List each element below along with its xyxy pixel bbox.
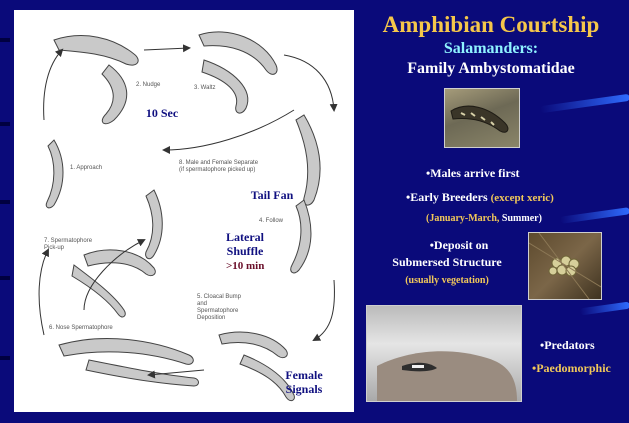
- flow-arrow: [39, 250, 48, 335]
- salamander-shape: [146, 190, 163, 259]
- step-label-cloacal: 5. Cloacal Bump and Spermatophore Deposi…: [197, 294, 241, 322]
- flow-arrow: [144, 48, 189, 50]
- larva-image: [445, 89, 519, 147]
- edge-stripe: [0, 276, 10, 280]
- edge-stripe: [0, 38, 10, 42]
- hand-with-larva-photo: [366, 305, 522, 402]
- decor-streak: [560, 207, 629, 224]
- salamander-shape: [54, 36, 138, 65]
- egg-mass-photo: [528, 232, 602, 300]
- egg-mass-image: [529, 233, 601, 299]
- slide-family: Family Ambystomatidae: [360, 60, 622, 78]
- edge-stripe: [0, 122, 10, 126]
- slide-title: Amphibian Courtship: [360, 12, 622, 38]
- flow-arrow: [284, 55, 334, 110]
- bullet-vegetation: (usually vegetation): [384, 275, 510, 286]
- salamander-shape: [219, 332, 287, 357]
- salamander-shape: [86, 360, 199, 386]
- salamander-larva-photo: [444, 88, 520, 148]
- summer-text: Summer): [502, 213, 542, 224]
- diagram-drawing: [14, 10, 354, 412]
- annotation-female-signals: Female Signals: [264, 368, 344, 396]
- step-label-nose: 6. Nose Spermatophore: [49, 325, 113, 332]
- annotation-10-sec: 10 Sec: [132, 106, 192, 120]
- salamander-shape: [84, 250, 155, 276]
- bullet-predators: •Predators: [540, 338, 595, 353]
- salamander-shape: [72, 265, 125, 317]
- edge-stripe: [0, 200, 10, 204]
- bullet-paedomorphic: •Paedomorphic: [532, 361, 611, 376]
- bullet-deposit: •Deposit on: [412, 238, 506, 253]
- except-xeric-text: (except xeric): [491, 192, 554, 204]
- bullet-early-breeders: •Early Breeders (except xeric): [406, 190, 554, 205]
- flow-arrow: [314, 280, 334, 340]
- courtship-diagram: 2. Nudge 3. Waltz 1. Approach 8. Male an…: [14, 10, 354, 412]
- annotation-lateral-shuffle: Lateral Shuffle: [210, 230, 280, 258]
- bullet-males-arrive: •Males arrive first: [426, 166, 520, 181]
- decor-streak: [580, 302, 629, 316]
- edge-stripe: [0, 356, 10, 360]
- flow-arrow: [44, 50, 62, 120]
- months-text: (January-March,: [426, 213, 499, 224]
- salamander-shape: [59, 338, 193, 364]
- salamander-shape: [46, 140, 63, 208]
- step-label-approach: 1. Approach: [70, 165, 102, 172]
- early-breeders-text: •Early Breeders: [406, 190, 488, 204]
- slide-subtitle: Salamanders:: [360, 40, 622, 58]
- step-label-separate: 8. Male and Female Separate (if spermato…: [179, 160, 258, 174]
- annotation-tail-fan: Tail Fan: [242, 188, 302, 202]
- step-label-follow: 4. Follow: [259, 218, 283, 225]
- annotation-10-min: >10 min: [226, 260, 264, 272]
- step-label-nudge: 2. Nudge: [136, 82, 160, 89]
- salamander-shape: [102, 65, 127, 124]
- salamander-shape: [291, 200, 311, 273]
- step-label-pickup: 7. Spermatophore Pick-up: [44, 238, 92, 252]
- bullet-submersed: Submersed Structure: [376, 255, 518, 270]
- bullet-months: (January-March, Summer): [426, 213, 542, 224]
- step-label-waltz: 3. Waltz: [194, 85, 215, 92]
- hand-image: [367, 306, 521, 401]
- decor-streak: [540, 94, 629, 113]
